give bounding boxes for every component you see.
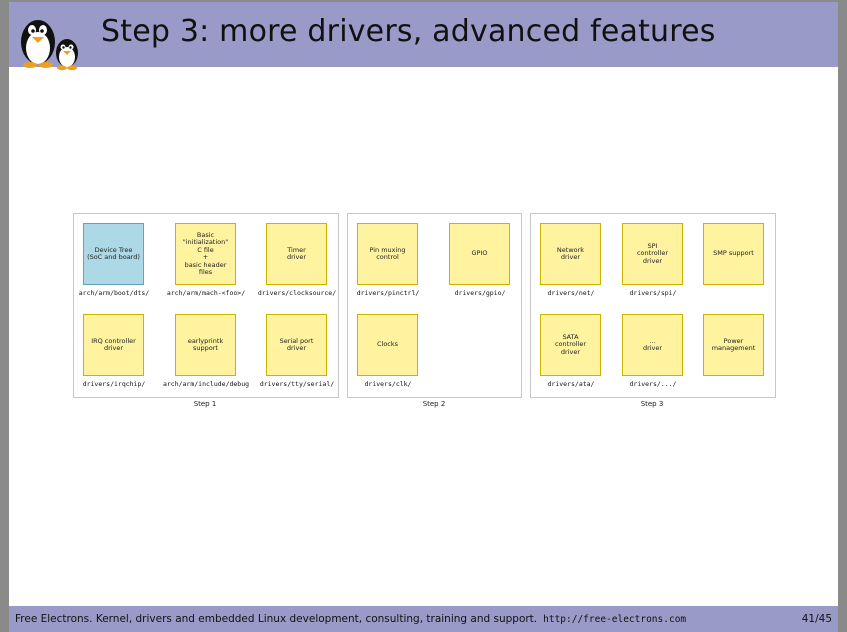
serial-port-box: Serial port driver	[266, 314, 327, 376]
penguin-logo-icon	[21, 20, 78, 71]
frame-right	[838, 0, 847, 632]
earlyprintk-box: earlyprintk support	[175, 314, 236, 376]
power-management-box: Power management	[703, 314, 764, 376]
init-c-file-path: arch/arm/mach-<foo>/	[166, 289, 246, 297]
other-driver-path: drivers/.../	[629, 380, 677, 388]
device-tree-box: Device Tree (SoC and board)	[83, 223, 144, 285]
footer-text: Free Electrons. Kernel, drivers and embe…	[15, 613, 686, 625]
timer-driver-path: drivers/clocksource/	[257, 289, 337, 297]
irq-controller-box: IRQ controller driver	[83, 314, 144, 376]
footer-description: Free Electrons. Kernel, drivers and embe…	[15, 613, 538, 625]
step-2-label: Step 2	[422, 400, 446, 408]
spi-controller-path: drivers/spi/	[629, 289, 677, 297]
smp-support-box: SMP support	[703, 223, 764, 285]
step-1-label: Step 1	[193, 400, 217, 408]
page-number: 41/45	[801, 613, 832, 625]
init-c-file-box: Basic "initialization" C file + basic he…	[175, 223, 236, 285]
slide-footer: Free Electrons. Kernel, drivers and embe…	[9, 606, 838, 632]
other-driver-box: ... driver	[622, 314, 683, 376]
footer-url-link[interactable]: http://free-electrons.com	[543, 614, 687, 625]
network-driver-box: Network driver	[540, 223, 601, 285]
spi-controller-box: SPI controller driver	[622, 223, 683, 285]
irq-controller-path: drivers/irqchip/	[82, 380, 146, 388]
gpio-path: drivers/gpio/	[454, 289, 506, 297]
pin-muxing-box: Pin muxing control	[357, 223, 418, 285]
clocks-box: Clocks	[357, 314, 418, 376]
gpio-box: GPIO	[449, 223, 510, 285]
slide-title: Step 3: more drivers, advanced features	[101, 14, 716, 49]
clocks-path: drivers/clk/	[364, 380, 412, 388]
earlyprintk-path: arch/arm/include/debug	[162, 380, 250, 388]
slide-header: Step 3: more drivers, advanced features	[9, 2, 838, 67]
network-driver-path: drivers/net/	[547, 289, 595, 297]
serial-port-path: drivers/tty/serial/	[259, 380, 335, 388]
frame-top	[0, 0, 847, 2]
pin-muxing-path: drivers/pinctrl/	[356, 289, 420, 297]
sata-controller-box: SATA controller driver	[540, 314, 601, 376]
timer-driver-box: Timer driver	[266, 223, 327, 285]
step-3-label: Step 3	[640, 400, 664, 408]
device-tree-path: arch/arm/boot/dts/	[78, 289, 150, 297]
sata-controller-path: drivers/ata/	[547, 380, 595, 388]
frame-left	[0, 0, 9, 632]
